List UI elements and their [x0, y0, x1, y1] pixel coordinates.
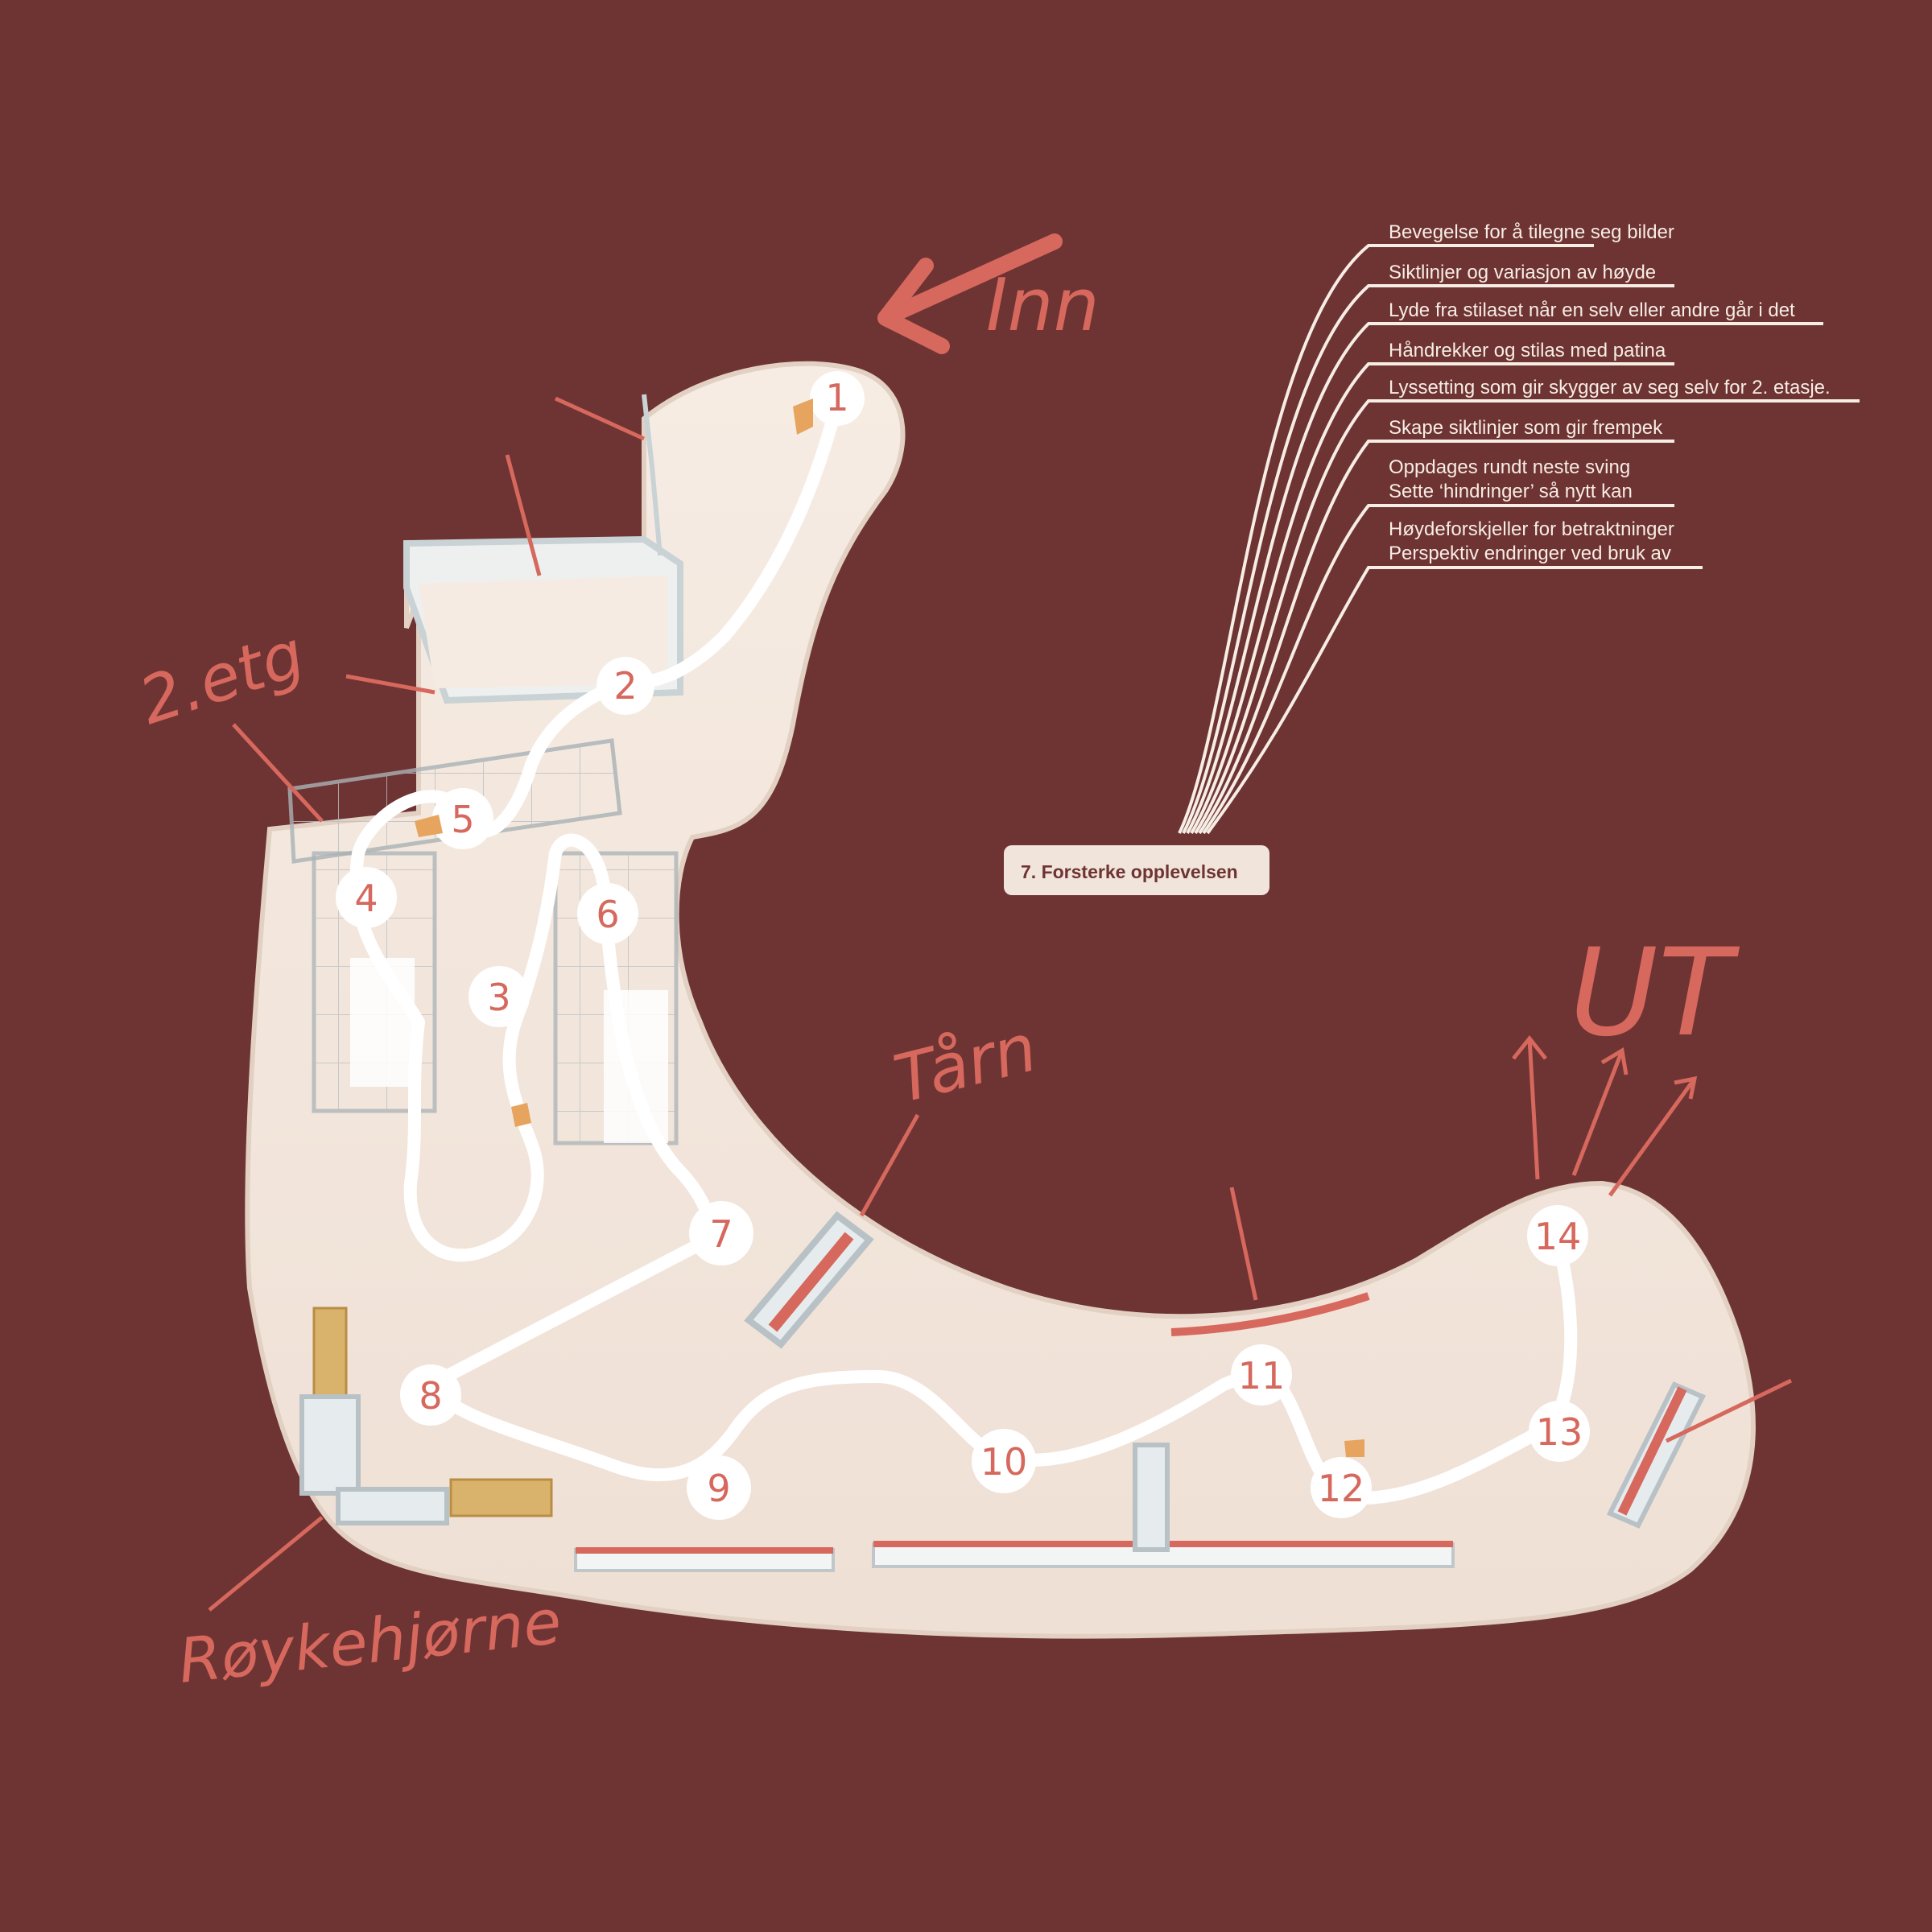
station-10: 10 [972, 1429, 1036, 1493]
legend-item-2: Siktlinjer og variasjon av høyde [1389, 262, 1656, 283]
station-label: 11 [1238, 1354, 1286, 1397]
station-8: 8 [400, 1364, 461, 1426]
legend-item-8-line-1: Høydeforskjeller for betraktninger [1389, 518, 1674, 540]
legend-title: 7. Forsterke opplevelsen [1021, 861, 1238, 882]
tower [744, 1211, 874, 1349]
station-6: 6 [577, 883, 638, 944]
station-13: 13 [1529, 1401, 1590, 1462]
station-label: 14 [1534, 1215, 1582, 1258]
smoking-corner-label: Røykehjørne [175, 1586, 565, 1697]
annotation-entry: Inn [877, 233, 1100, 354]
station-label: 9 [707, 1467, 730, 1510]
legend-item-8-line-2: Perspektiv endringer ved bruk av [1389, 543, 1671, 564]
station-label: 3 [487, 976, 510, 1019]
decorative-strokes [345, 396, 1793, 1443]
legend-lines [1178, 244, 1860, 835]
station-label: 2 [613, 664, 637, 708]
visitor-figures [415, 398, 1364, 1457]
station-label: 5 [451, 798, 474, 841]
station-7: 7 [689, 1201, 753, 1265]
station-label: 4 [354, 877, 378, 920]
annotation-second-floor: 2.etg [130, 616, 324, 823]
station-label: 7 [709, 1212, 733, 1256]
legend-item-7-line-2: Sette ‘hindringer’ så nytt kan [1389, 481, 1633, 502]
legend-item-7-line-1: Oppdages rundt neste sving [1389, 456, 1630, 478]
station-1: 1 [810, 371, 865, 426]
legend-title-box: 7. Forsterke opplevelsen [1004, 845, 1269, 895]
wall-box [403, 394, 683, 704]
entry-label: Inn [986, 263, 1100, 348]
wall-accent [1170, 1292, 1370, 1336]
legend-item-4: Håndrekker og stilas med patina [1389, 340, 1666, 361]
annotation-tower: Tårn [859, 1009, 1044, 1217]
station-label: 12 [1318, 1467, 1365, 1510]
station-3: 3 [469, 966, 530, 1027]
legend-item-3: Lyde fra stilaset når en selv eller andr… [1389, 299, 1795, 321]
legend-item-6: Skape siktlinjer som gir frempek [1389, 417, 1663, 439]
station-2: 2 [597, 657, 654, 715]
smoking-corner-furniture [299, 1307, 553, 1525]
station-5: 5 [432, 788, 493, 849]
railings [574, 1381, 1707, 1572]
legend-items: Bevegelse for å tilegne seg bilder Siktl… [1389, 221, 1831, 564]
legend-item-5: Lyssetting som gir skygger av seg selv f… [1389, 377, 1831, 398]
station-9: 9 [687, 1455, 751, 1520]
station-label: 8 [419, 1374, 442, 1418]
station-label: 13 [1536, 1410, 1583, 1454]
station-4: 4 [336, 867, 397, 928]
second-floor-label: 2.etg [130, 616, 312, 739]
station-11: 11 [1231, 1344, 1292, 1406]
station-markers: 1 2 3 4 5 6 7 8 9 10 11 12 13 14 [336, 371, 1590, 1520]
station-14: 14 [1527, 1205, 1588, 1266]
station-label: 1 [825, 376, 848, 419]
legend-item-1: Bevegelse for å tilegne seg bilder [1389, 221, 1674, 243]
station-label: 10 [980, 1440, 1028, 1484]
station-label: 6 [596, 893, 619, 936]
legend: Bevegelse for å tilegne seg bilder Siktl… [1004, 221, 1860, 895]
tower-label: Tårn [887, 1009, 1044, 1118]
station-12: 12 [1311, 1457, 1372, 1518]
annotation-exit: UT [1512, 923, 1740, 1197]
exit-label: UT [1570, 923, 1740, 1063]
